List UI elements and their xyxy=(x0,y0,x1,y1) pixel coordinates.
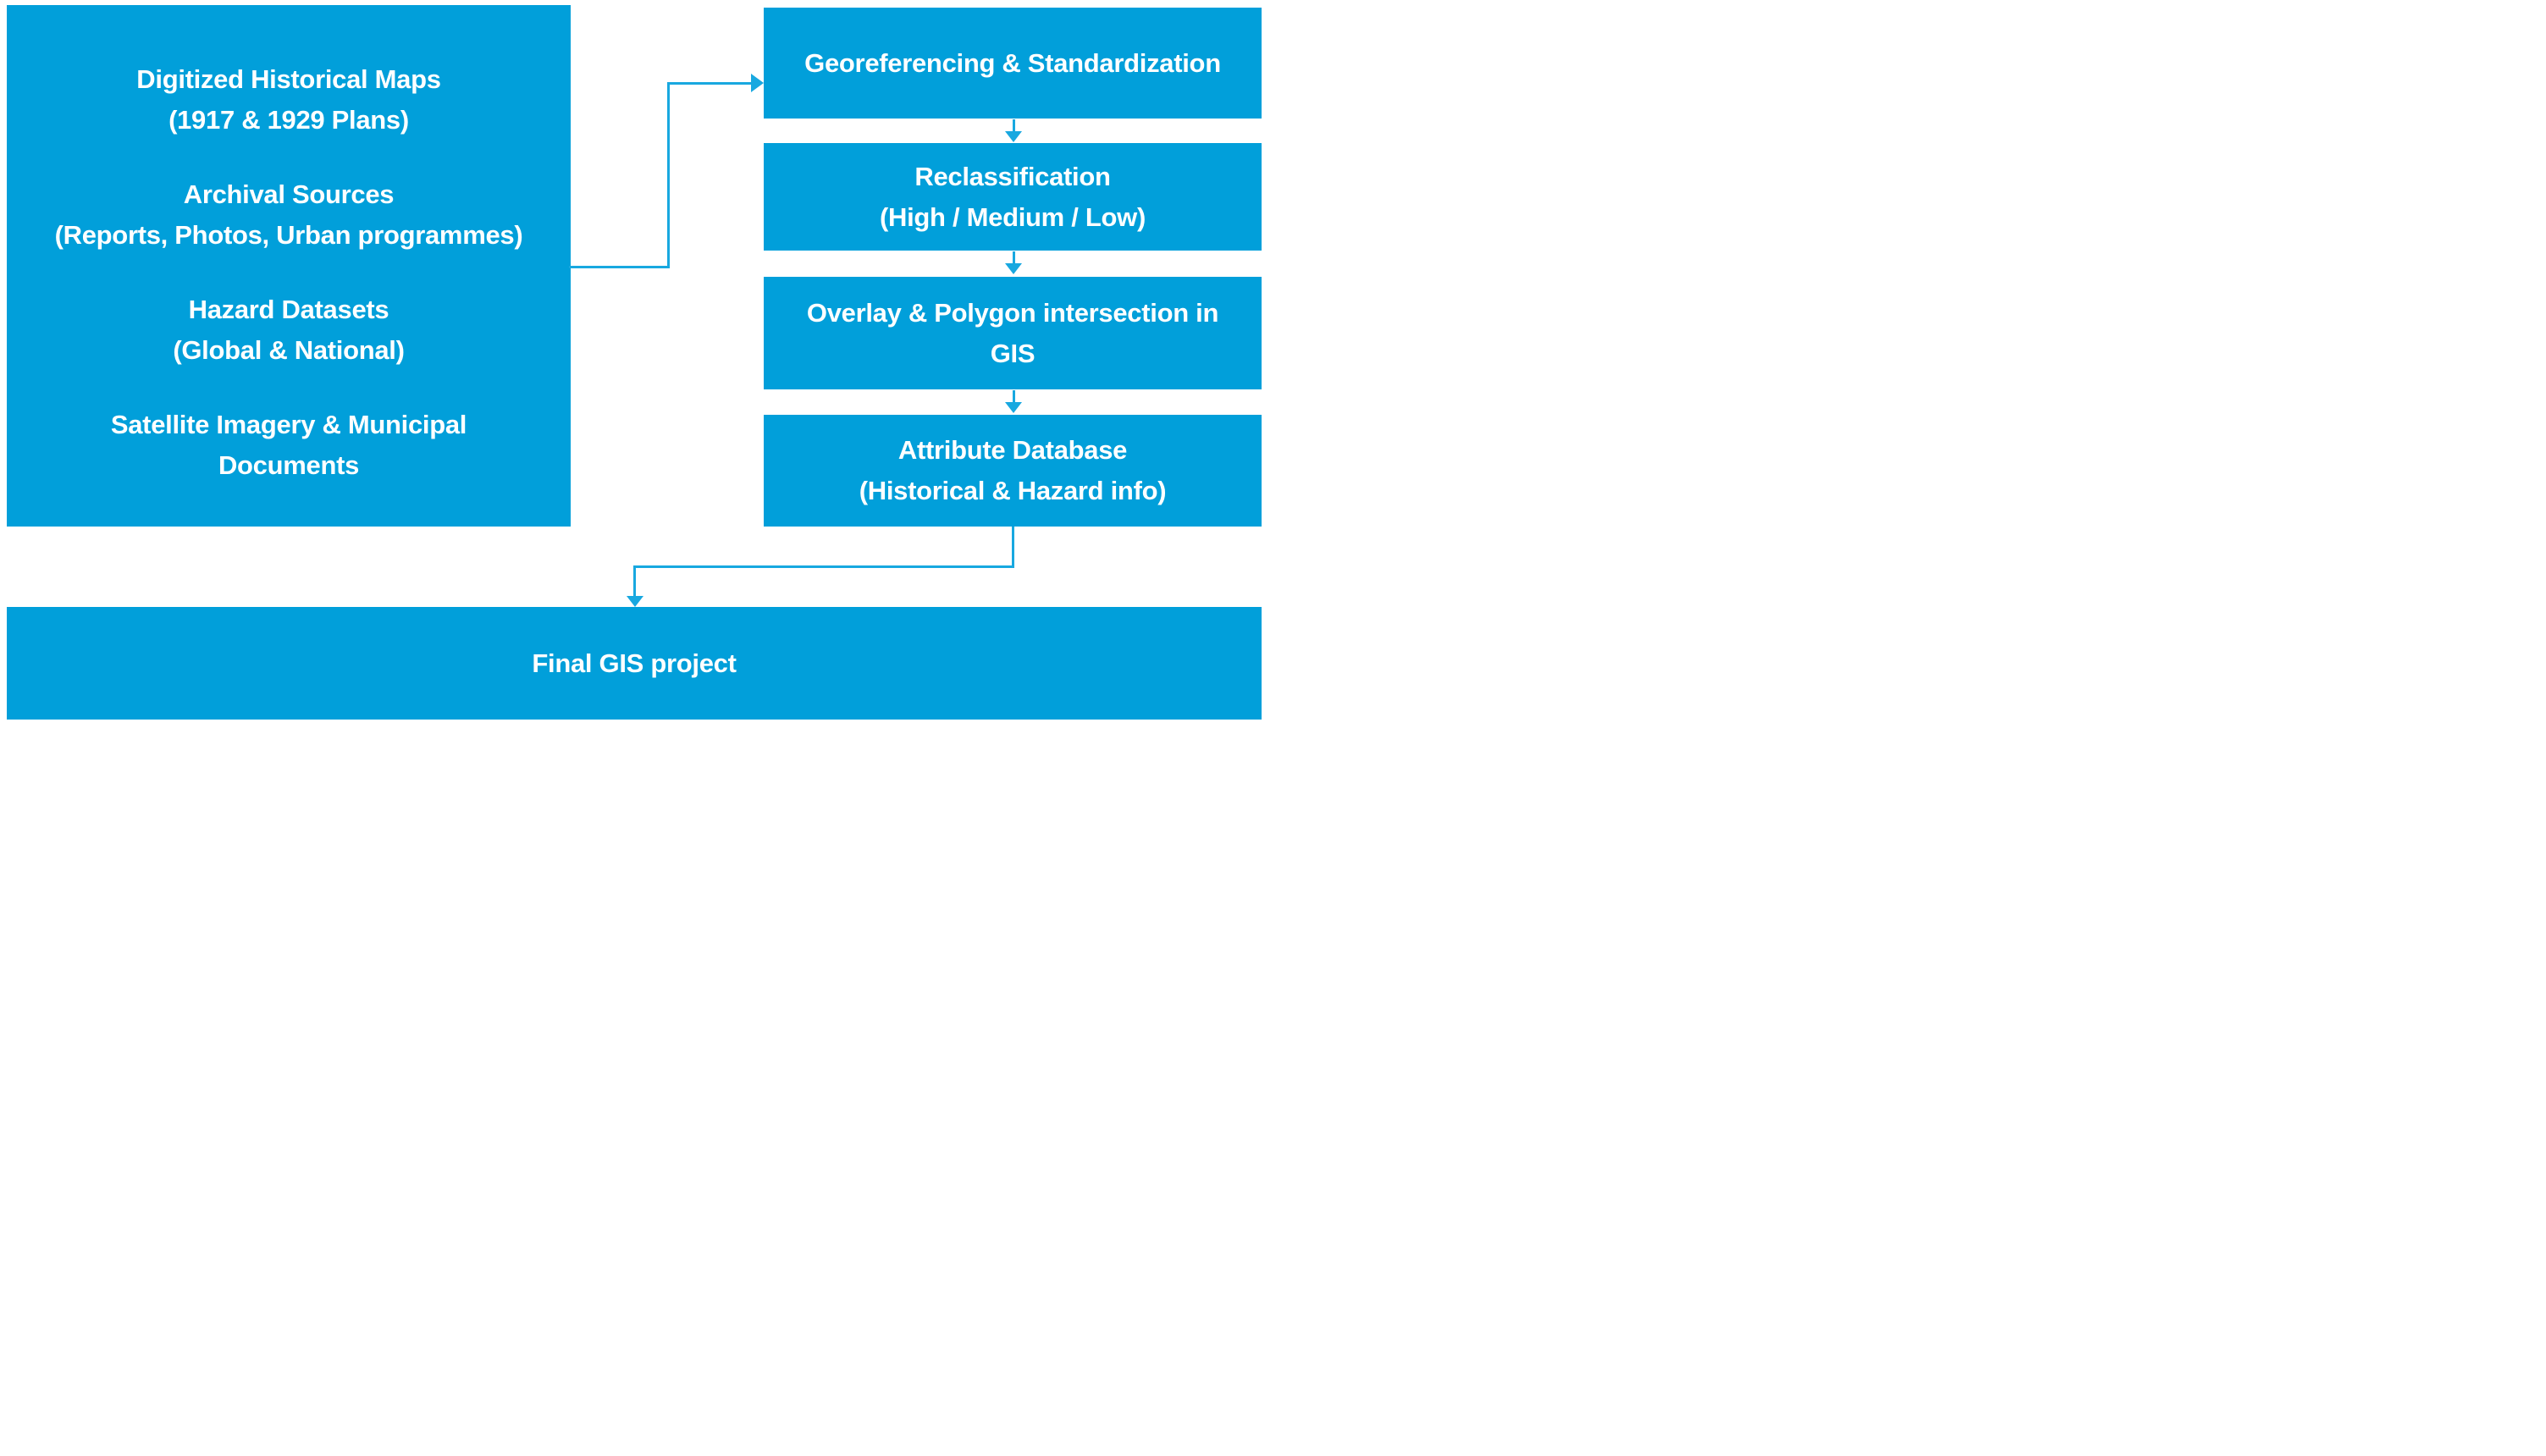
final-box-label: Final GIS project xyxy=(532,648,737,678)
arrow-down-icon xyxy=(1005,402,1022,413)
process-box-label: Attribute Database xyxy=(897,435,1128,465)
source-item-title: Archival Sources xyxy=(183,179,395,209)
connector-source-line xyxy=(667,82,670,268)
process-box-label: Georeferencing & Standardization xyxy=(804,47,1221,78)
connector-final-line xyxy=(633,565,636,598)
process-box-label: Overlay & Polygon intersection in xyxy=(806,297,1219,328)
process-box-overlay-intersection: Overlay & Polygon intersection in GIS xyxy=(764,277,1262,389)
connector-source-line xyxy=(569,266,670,268)
gis-workflow-diagram: Digitized Historical Maps (1917 & 1929 P… xyxy=(0,0,1273,728)
connector-process-line xyxy=(1013,119,1015,132)
source-item-hazard-datasets: Hazard Datasets (Global & National) xyxy=(14,290,564,371)
source-item-archival-sources: Archival Sources (Reports, Photos, Urban… xyxy=(14,174,564,256)
source-item-title: Hazard Datasets xyxy=(188,295,389,324)
process-box-attribute-database: Attribute Database (Historical & Hazard … xyxy=(764,415,1262,527)
connector-source-line xyxy=(667,82,752,85)
source-item-title: Digitized Historical Maps xyxy=(136,64,441,94)
source-data-box: Digitized Historical Maps (1917 & 1929 P… xyxy=(7,5,571,527)
process-box-reclassification: Reclassification (High / Medium / Low) xyxy=(764,143,1262,251)
process-box-georeferencing: Georeferencing & Standardization xyxy=(764,8,1262,119)
source-item-satellite-imagery: Satellite Imagery & Municipal Documents xyxy=(14,405,564,486)
source-item-title: Satellite Imagery & Municipal xyxy=(110,410,467,439)
connector-process-line xyxy=(1013,251,1015,264)
connector-final-line xyxy=(633,565,1014,568)
process-box-label: Reclassification xyxy=(914,161,1111,191)
process-box-sublabel: (High / Medium / Low) xyxy=(880,201,1146,232)
source-item-digitized-maps: Digitized Historical Maps (1917 & 1929 P… xyxy=(14,59,564,141)
source-item-subtitle: (Reports, Photos, Urban programmes) xyxy=(54,220,523,250)
process-box-sublabel: GIS xyxy=(990,338,1036,368)
source-item-subtitle: Documents xyxy=(218,450,360,480)
source-item-subtitle: (1917 & 1929 Plans) xyxy=(168,105,409,135)
source-item-subtitle: (Global & National) xyxy=(173,335,405,365)
process-box-sublabel: (Historical & Hazard info) xyxy=(859,476,1167,505)
final-gis-project-box: Final GIS project xyxy=(7,607,1262,720)
arrow-down-icon xyxy=(627,596,643,607)
connector-final-line xyxy=(1012,527,1014,568)
arrow-down-icon xyxy=(1005,131,1022,142)
arrow-right-icon xyxy=(751,74,764,92)
arrow-down-icon xyxy=(1005,263,1022,274)
connector-process-line xyxy=(1013,390,1015,403)
